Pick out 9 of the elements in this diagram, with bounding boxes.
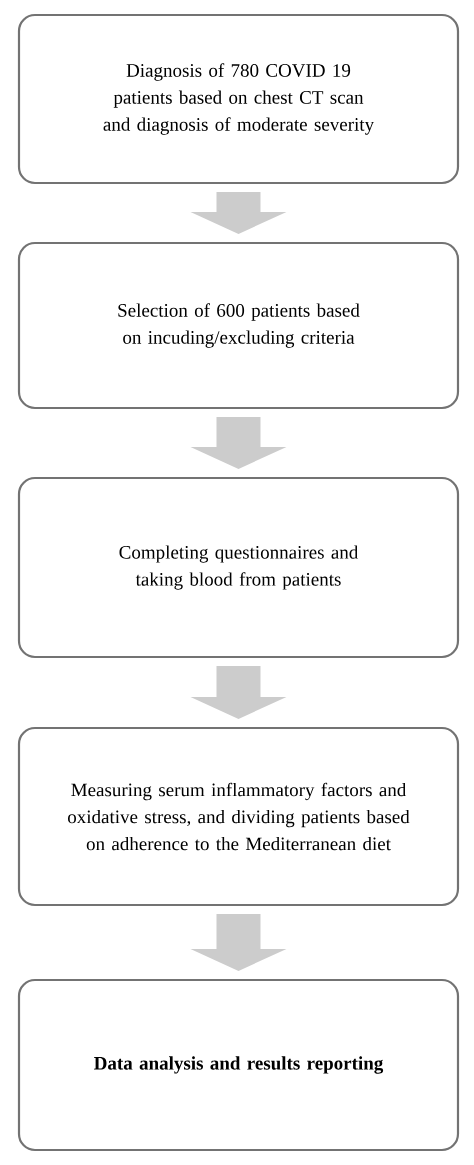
arrow bbox=[190, 192, 287, 234]
arrow bbox=[190, 417, 287, 469]
process-box: Measuring serum inflammatory factors and oxidative stress, and dividing patients based on adherence to the Mediterranean diet bbox=[17, 726, 460, 907]
process-box: Diagnosis of 780 COVID 19 patients based on chest CT scan and diagnosis of moderate severity bbox=[17, 13, 460, 185]
arrow bbox=[190, 914, 287, 971]
process-box: Data analysis and results reporting bbox=[17, 978, 460, 1152]
arrow bbox=[190, 666, 287, 719]
process-box: Completing questionnaires and taking blood from patients bbox=[17, 476, 460, 659]
process-box: Selection of 600 patients based on incuding/excluding criteria bbox=[17, 241, 460, 410]
